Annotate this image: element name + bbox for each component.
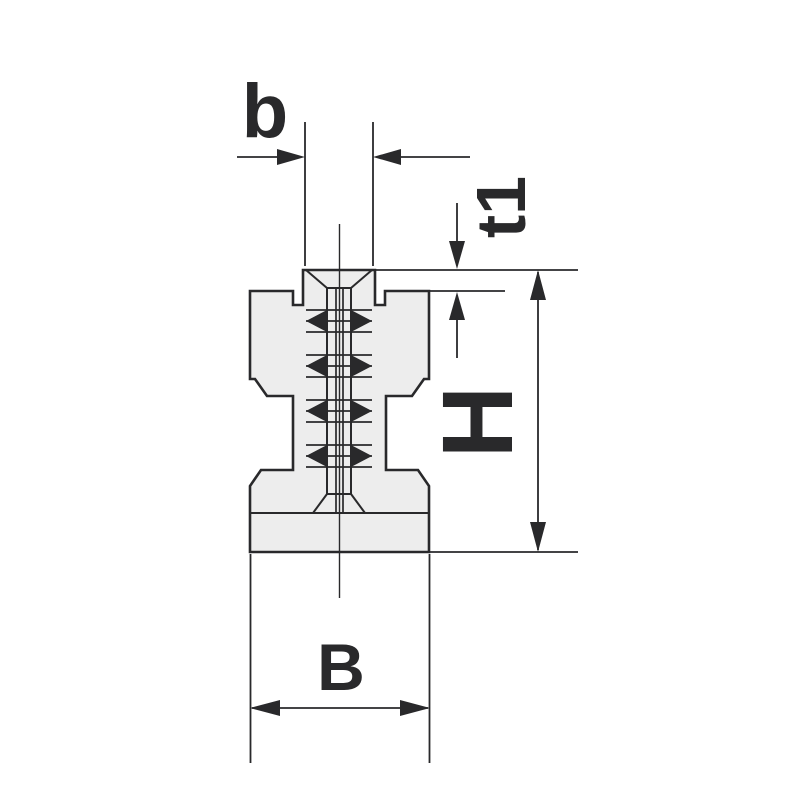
serration-markers	[306, 309, 372, 468]
dimension-label-b: b	[242, 69, 288, 154]
arrowhead-down-icon	[449, 241, 465, 269]
dimension-label-t1: t1	[462, 176, 540, 238]
part-cross-section	[248, 224, 431, 598]
arrowhead-left-icon	[250, 700, 280, 716]
dimension-t1: t1	[375, 176, 578, 358]
arrowhead-down-icon	[530, 522, 546, 552]
arrowhead-right-icon	[400, 700, 430, 716]
arrowhead-up-icon	[530, 270, 546, 300]
arrowhead-left-icon	[373, 149, 401, 165]
dimension-label-B: B	[317, 630, 365, 704]
arrowhead-right-icon	[277, 149, 305, 165]
dimension-H: H	[422, 270, 578, 553]
dimension-b: b	[237, 69, 470, 266]
arrowhead-up-icon	[449, 292, 465, 320]
dimension-label-H: H	[422, 386, 534, 458]
dimension-B: B	[249, 554, 431, 763]
